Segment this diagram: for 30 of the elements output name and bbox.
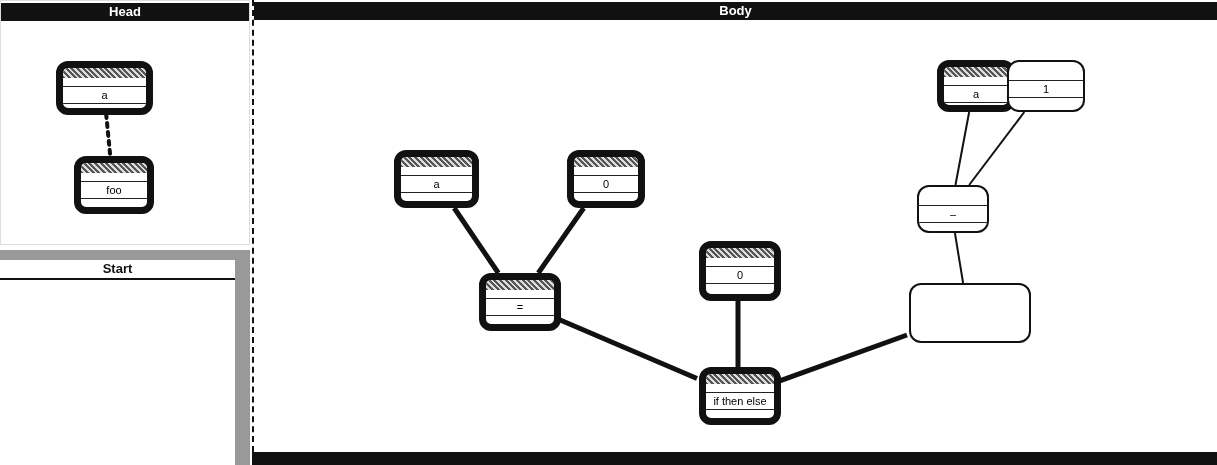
field-label: 0 bbox=[574, 175, 638, 193]
record-box bbox=[917, 185, 989, 233]
record-box bbox=[74, 156, 154, 214]
field-label: 0 bbox=[706, 266, 774, 284]
field-label: – bbox=[919, 205, 987, 223]
connector-line bbox=[968, 111, 1026, 186]
connector-line bbox=[735, 301, 741, 367]
record-box bbox=[394, 150, 479, 208]
record-box bbox=[479, 273, 561, 331]
field-label: foo bbox=[81, 181, 147, 199]
panel-title: Body bbox=[254, 2, 1217, 20]
field-label: a bbox=[63, 86, 146, 104]
field-label: 1 bbox=[1009, 80, 1083, 98]
record-box bbox=[567, 150, 645, 208]
record-box bbox=[699, 367, 781, 425]
field-label: if then else bbox=[706, 392, 774, 410]
record-box bbox=[56, 61, 153, 115]
panel bbox=[252, 0, 1217, 452]
connector-line bbox=[452, 206, 501, 275]
connector-line bbox=[558, 317, 698, 381]
panel-title: Head bbox=[1, 3, 249, 21]
empty-box bbox=[909, 283, 1031, 343]
connector-line bbox=[536, 206, 586, 275]
record-box bbox=[699, 241, 781, 301]
field-label: a bbox=[401, 175, 472, 193]
field-label: = bbox=[486, 298, 554, 316]
panel bbox=[0, 0, 250, 245]
connector-line bbox=[954, 111, 971, 186]
record-box bbox=[1007, 60, 1085, 112]
connector-line bbox=[953, 232, 965, 284]
